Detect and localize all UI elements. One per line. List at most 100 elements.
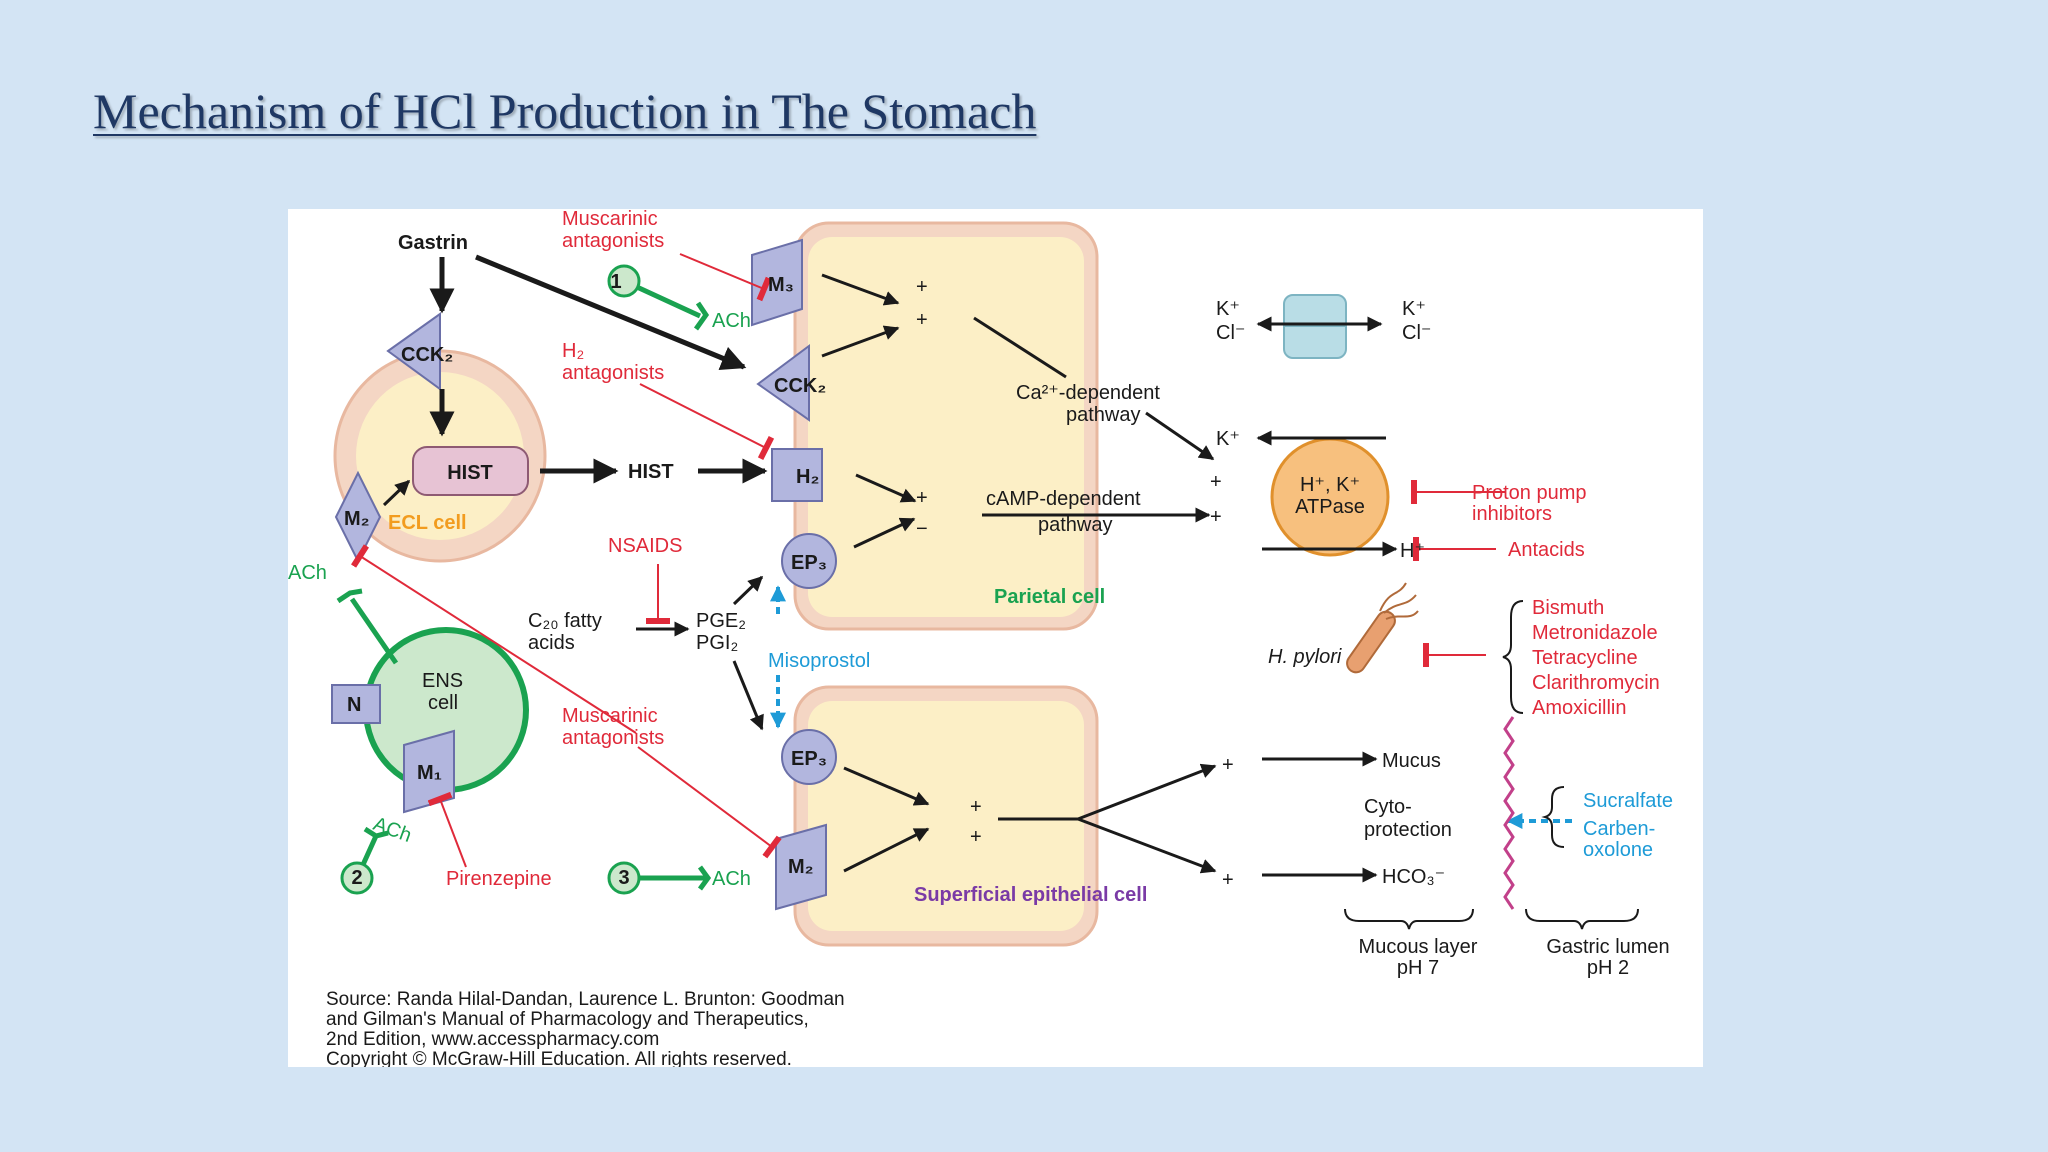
ach-label-4: ACh bbox=[712, 868, 751, 890]
k-ion-right: K⁺ bbox=[1402, 298, 1426, 320]
h2-antagonists-label-1: H₂ bbox=[562, 340, 584, 362]
plus-5: + bbox=[1210, 506, 1222, 528]
plus-7: + bbox=[970, 826, 982, 848]
plus-3: + bbox=[916, 487, 928, 509]
m-epithelial-label: M₂ bbox=[788, 856, 814, 878]
source-line-2: and Gilman's Manual of Pharmacology and … bbox=[326, 1009, 809, 1030]
n-receptor bbox=[331, 684, 381, 724]
atpase-label-1: H⁺, K⁺ bbox=[1300, 474, 1360, 496]
carbenoxolone-label-1: Carben- bbox=[1583, 818, 1655, 840]
plus-2: + bbox=[916, 309, 928, 331]
mucus-boundary bbox=[1503, 716, 1515, 910]
ach-label-1: ACh bbox=[712, 310, 751, 332]
plus-6: + bbox=[970, 796, 982, 818]
cl-ion-left: Cl⁻ bbox=[1216, 322, 1245, 344]
cytoprotection-label-2: protection bbox=[1364, 819, 1452, 841]
h2-label: H₂ bbox=[796, 466, 819, 488]
hist-label: HIST bbox=[628, 461, 674, 483]
camp-pathway-label-2: pathway bbox=[1038, 514, 1113, 536]
h-pylori-label: H. pylori bbox=[1268, 646, 1342, 668]
ep3-top-receptor bbox=[781, 533, 837, 589]
cck2-parietal-label: CCK₂ bbox=[774, 375, 826, 397]
h-pylori-icon bbox=[1346, 582, 1419, 674]
m-ecl-receptor bbox=[334, 470, 382, 564]
source-line-1: Source: Randa Hilal-Dandan, Laurence L. … bbox=[326, 989, 845, 1010]
site-2-marker bbox=[340, 861, 374, 895]
hist-box bbox=[412, 446, 529, 496]
minus-1: − bbox=[916, 518, 928, 540]
muscarinic-antagonists-top-label-2: antagonists bbox=[562, 230, 664, 252]
mucous-layer-label-1: Mucous layer bbox=[1359, 936, 1478, 958]
source-line-3: 2nd Edition, www.accesspharmacy.com bbox=[326, 1029, 659, 1050]
k-ion-pump: K⁺ bbox=[1216, 428, 1240, 450]
misoprostol-label: Misoprostol bbox=[768, 650, 870, 672]
plus-4: + bbox=[1210, 471, 1222, 493]
mucous-layer-label-2: pH 7 bbox=[1397, 957, 1439, 979]
number-3-label: 3 bbox=[618, 867, 629, 889]
hist-box-label: HIST bbox=[447, 462, 493, 484]
number-1-label: 1 bbox=[610, 271, 621, 293]
fatty-acids-label-2: acids bbox=[528, 632, 575, 654]
m3-receptor bbox=[751, 238, 803, 327]
site-3-marker bbox=[607, 861, 641, 895]
cck2-ecl-label: CCK₂ bbox=[401, 344, 453, 366]
ep3-top-label: EP₃ bbox=[791, 552, 827, 574]
plus-8: + bbox=[1222, 754, 1234, 776]
ep3-bottom-label: EP₃ bbox=[791, 748, 827, 770]
cck2-parietal-receptor bbox=[756, 344, 810, 422]
muscarinic-antagonists-top-label-1: Muscarinic bbox=[562, 209, 658, 230]
number-2-label: 2 bbox=[351, 867, 362, 889]
pge2-label: PGE₂ bbox=[696, 610, 746, 632]
ens-cell-label-1: ENS bbox=[422, 670, 463, 692]
ca-pathway-label-1: Ca²⁺-dependent bbox=[1016, 382, 1160, 404]
k-ion-left: K⁺ bbox=[1216, 298, 1240, 320]
cl-ion-right: Cl⁻ bbox=[1402, 322, 1431, 344]
muscarinic-antagonists-mid-label-1: Muscarinic bbox=[562, 705, 658, 727]
pgi2-label: PGI₂ bbox=[696, 632, 738, 654]
m-epithelial-receptor bbox=[775, 823, 827, 911]
carbenoxolone-label-2: oxolone bbox=[1583, 839, 1653, 861]
gastrin-label: Gastrin bbox=[398, 232, 468, 254]
n-label: N bbox=[347, 694, 361, 716]
antibiotic-amoxicillin: Amoxicillin bbox=[1532, 697, 1626, 719]
m3-label: M₃ bbox=[768, 274, 794, 296]
hcl-mechanism-figure: Gastrin Muscarinic antagonists 1 ACh M₃ … bbox=[288, 209, 1703, 1067]
muscarinic-antagonists-mid-label-2: antagonists bbox=[562, 727, 664, 749]
plus-1: + bbox=[916, 276, 928, 298]
ppi-label-1: Proton pump bbox=[1472, 482, 1587, 504]
ca-pathway-label-2: pathway bbox=[1066, 404, 1141, 426]
fatty-acids-label-1: C₂₀ fatty bbox=[528, 610, 602, 632]
parietal-cell-label: Parietal cell bbox=[994, 586, 1105, 608]
m-ecl-label: M₂ bbox=[344, 508, 370, 530]
ach-label-2: ACh bbox=[288, 562, 327, 584]
m1-label: M₁ bbox=[417, 762, 442, 784]
h2-receptor bbox=[771, 448, 823, 502]
antibiotic-clarithromycin: Clarithromycin bbox=[1532, 672, 1660, 694]
pirenzepine-label: Pirenzepine bbox=[446, 868, 552, 890]
gastric-lumen-label-1: Gastric lumen bbox=[1546, 936, 1669, 958]
antibiotic-tetracycline: Tetracycline bbox=[1532, 647, 1638, 669]
hco3-label: HCO₃⁻ bbox=[1382, 866, 1445, 888]
m1-receptor bbox=[403, 729, 455, 814]
h-ion-out: H⁺ bbox=[1400, 540, 1425, 562]
plus-9: + bbox=[1222, 869, 1234, 891]
camp-pathway-label-1: cAMP-dependent bbox=[986, 488, 1141, 510]
sucralfate-label: Sucralfate bbox=[1583, 790, 1673, 812]
ens-cell-label-2: cell bbox=[428, 692, 458, 714]
ppi-label-2: inhibitors bbox=[1472, 503, 1552, 525]
atpase-label-2: ATPase bbox=[1295, 496, 1365, 518]
nsaids-label: NSAIDS bbox=[608, 535, 682, 557]
cck2-ecl-receptor bbox=[386, 312, 441, 391]
ecl-cell-label: ECL cell bbox=[388, 512, 467, 534]
antacids-label: Antacids bbox=[1508, 539, 1585, 561]
slide-title: Mechanism of HCl Production in The Stoma… bbox=[93, 83, 1037, 139]
cytoprotection-label-1: Cyto- bbox=[1364, 796, 1412, 818]
gastric-lumen-label-2: pH 2 bbox=[1587, 957, 1629, 979]
mucus-label: Mucus bbox=[1382, 750, 1441, 772]
antibiotic-metronidazole: Metronidazole bbox=[1532, 622, 1658, 644]
ep3-bottom-receptor bbox=[781, 729, 837, 785]
hcl-mechanism-diagram: Gastrin Muscarinic antagonists 1 ACh M₃ … bbox=[288, 209, 1673, 1067]
site-1-marker bbox=[607, 264, 641, 298]
superficial-epithelial-cell-label: Superficial epithelial cell bbox=[914, 884, 1147, 906]
h2-antagonists-label-2: antagonists bbox=[562, 362, 664, 384]
